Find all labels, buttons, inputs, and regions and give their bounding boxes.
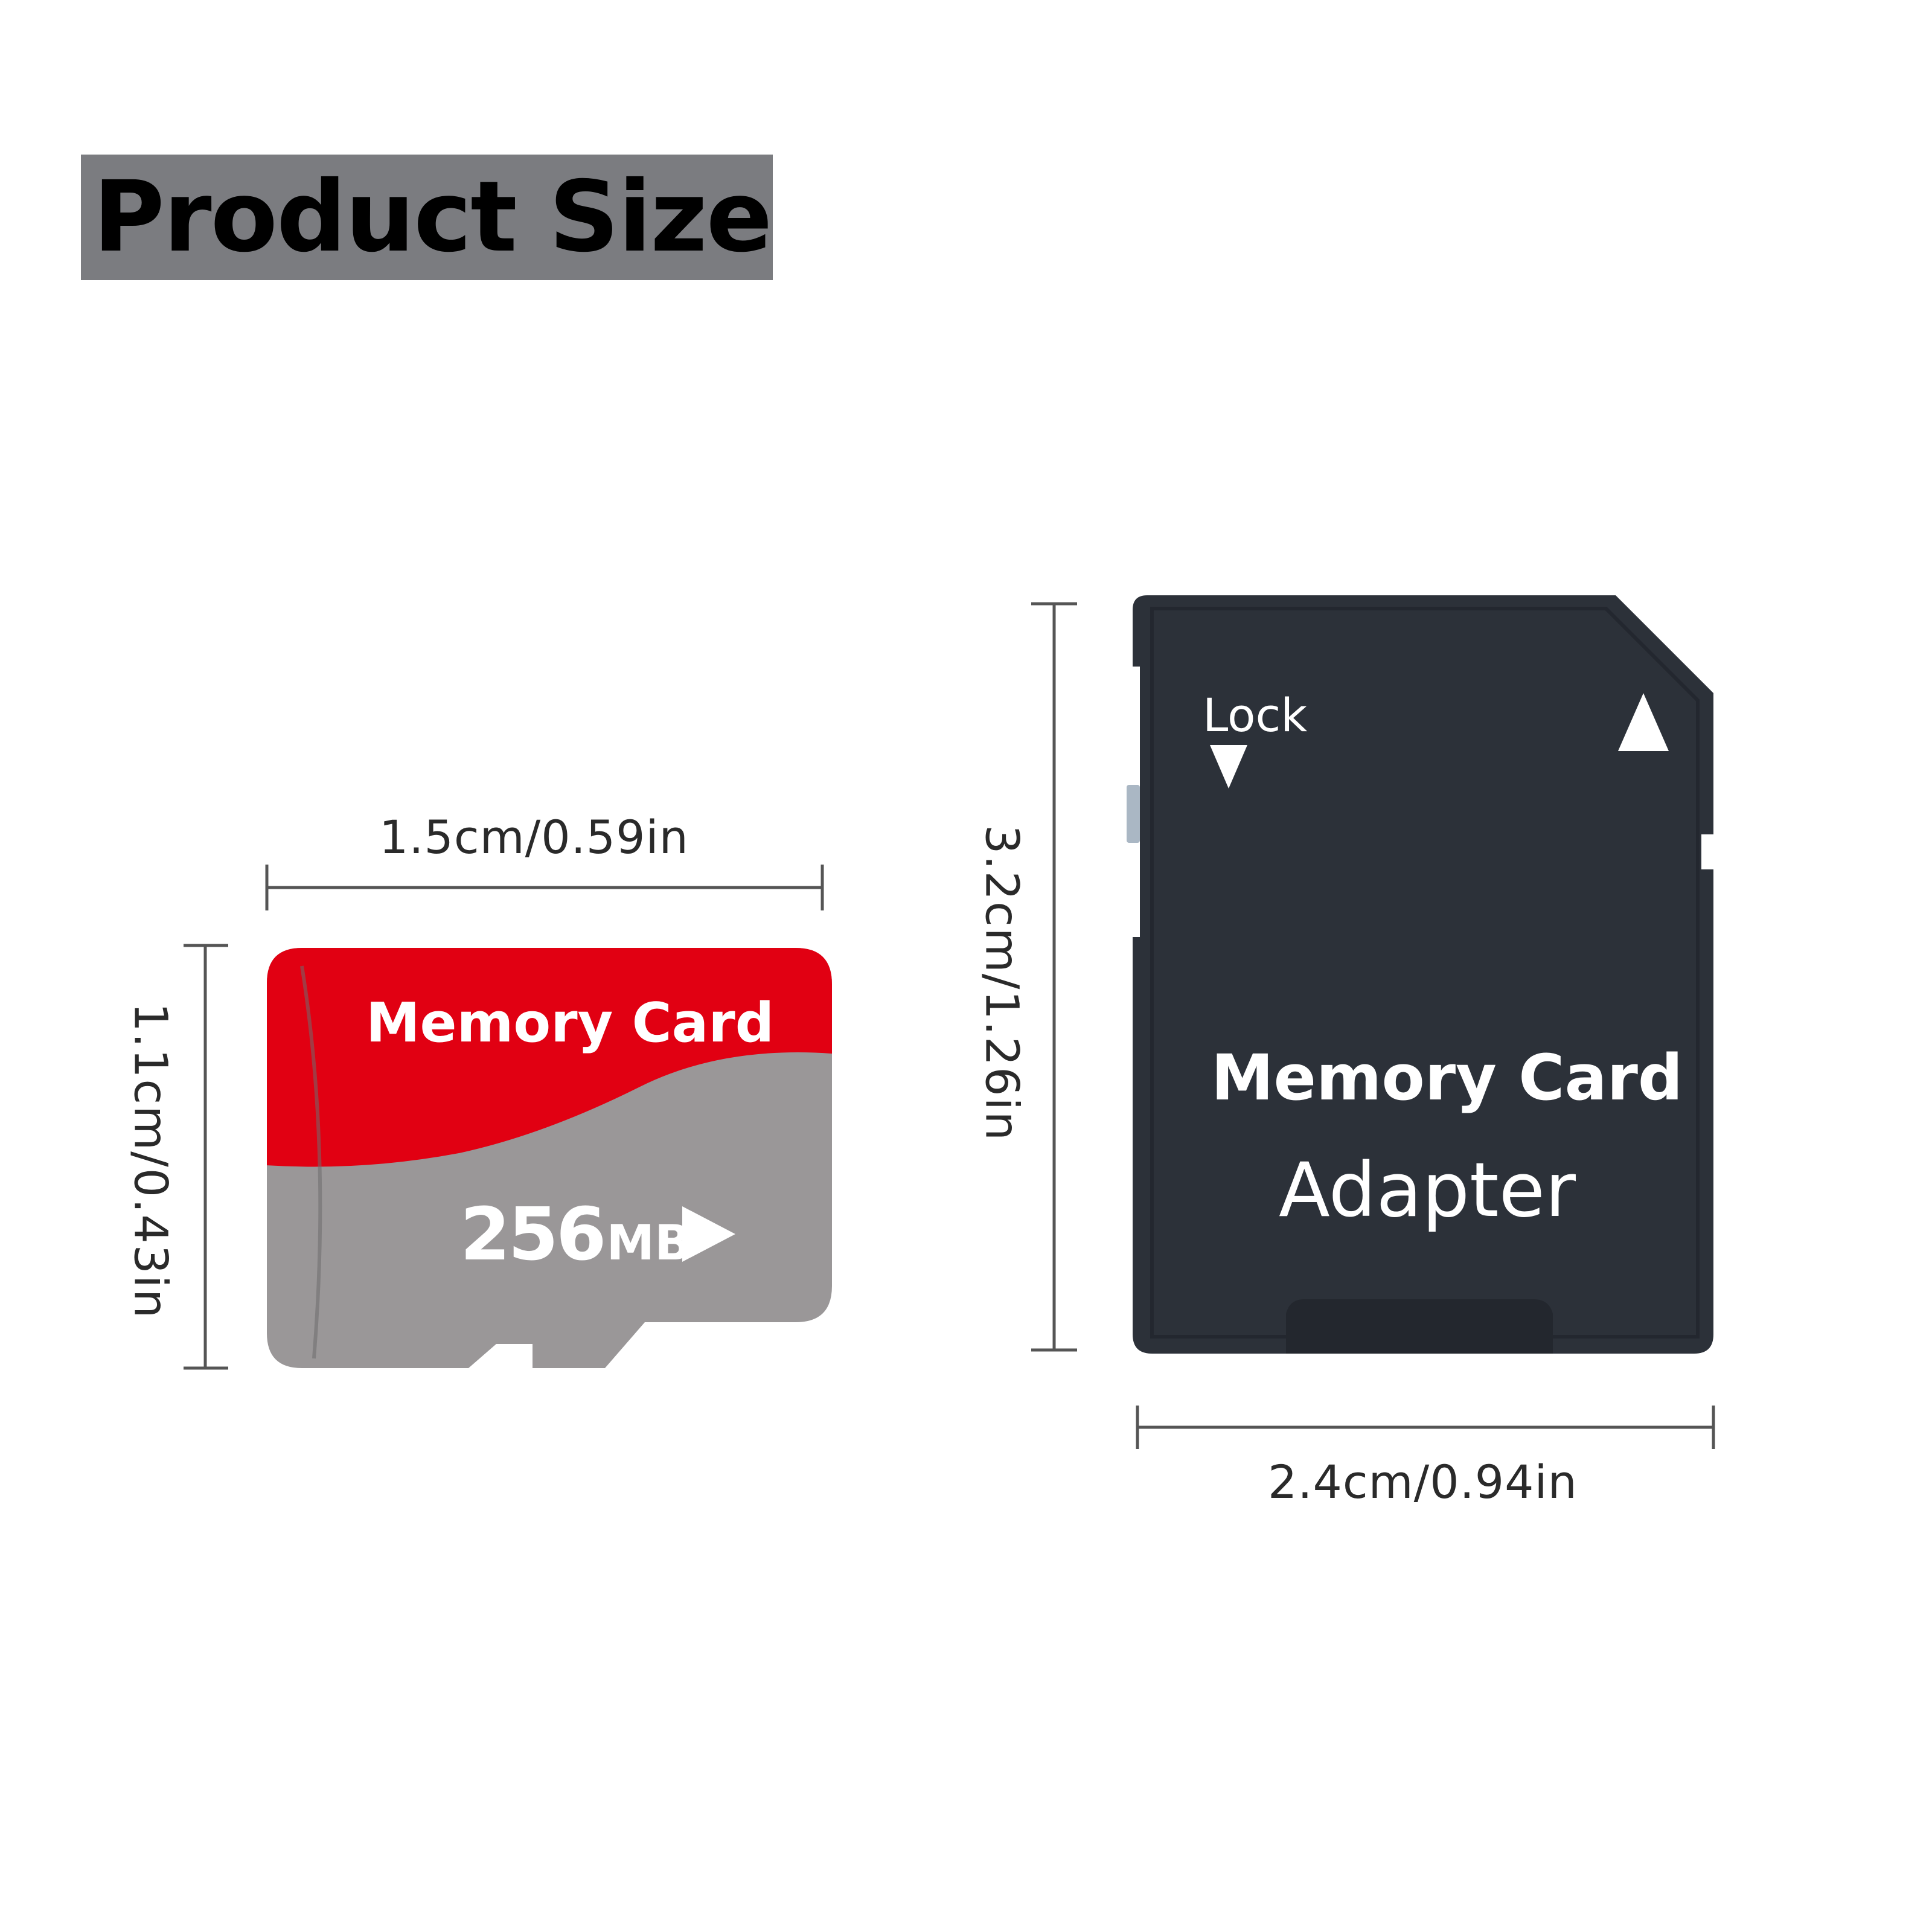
capacity-value: 256: [460, 1193, 606, 1277]
adapter-name-line1: Memory Card: [1211, 1041, 1683, 1115]
lock-arrow-down-icon: [1210, 745, 1247, 788]
micro-card-capacity: 256MB: [460, 1193, 691, 1277]
micro-height-dimension-line: [184, 944, 228, 1370]
adapter-lock-label: Lock: [1203, 688, 1308, 742]
micro-sd-card: [267, 948, 832, 1368]
lock-switch: [1127, 785, 1140, 843]
adapter-width-label: 2.4cm/0.94in: [1268, 1455, 1578, 1509]
sd-adapter: [1133, 595, 1713, 1354]
adapter-height-dimension-line: [1031, 602, 1077, 1352]
micro-width-label: 1.5cm/0.59in: [379, 810, 689, 864]
adapter-height-label: 3.2cm/1.26in: [975, 825, 1029, 1142]
play-arrow-icon: [682, 1206, 735, 1262]
adapter-name-line2: Adapter: [1279, 1147, 1576, 1234]
micro-card-brand-label: Memory Card: [366, 991, 775, 1055]
page-title: Product Size: [93, 161, 772, 274]
adapter-width-dimension-line: [1136, 1406, 1715, 1449]
micro-width-dimension-line: [265, 865, 824, 910]
insert-arrow-up-icon: [1618, 693, 1669, 751]
capacity-unit: MB: [606, 1215, 692, 1271]
micro-height-label: 1.1cm/0.43in: [124, 1002, 178, 1320]
title-banner: Product Size: [81, 155, 773, 280]
